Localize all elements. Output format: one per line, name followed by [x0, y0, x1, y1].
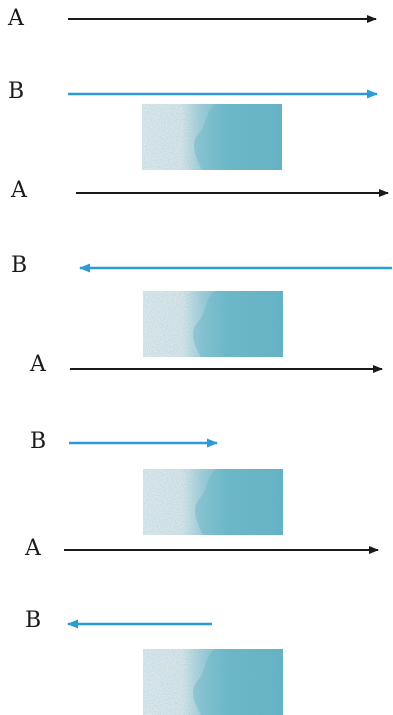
- label-a: A: [30, 352, 46, 377]
- label-a: A: [11, 178, 27, 203]
- label-b: B: [30, 429, 47, 454]
- label-a: A: [8, 6, 24, 31]
- blue-patch-image: [142, 104, 282, 170]
- label-b: B: [25, 608, 42, 633]
- blue-patch-image: [143, 649, 283, 715]
- label-b: B: [8, 79, 25, 104]
- blue-patch-image: [143, 291, 283, 357]
- blue-patch-image: [143, 469, 283, 535]
- label-a: A: [25, 536, 41, 561]
- label-b: B: [11, 253, 28, 278]
